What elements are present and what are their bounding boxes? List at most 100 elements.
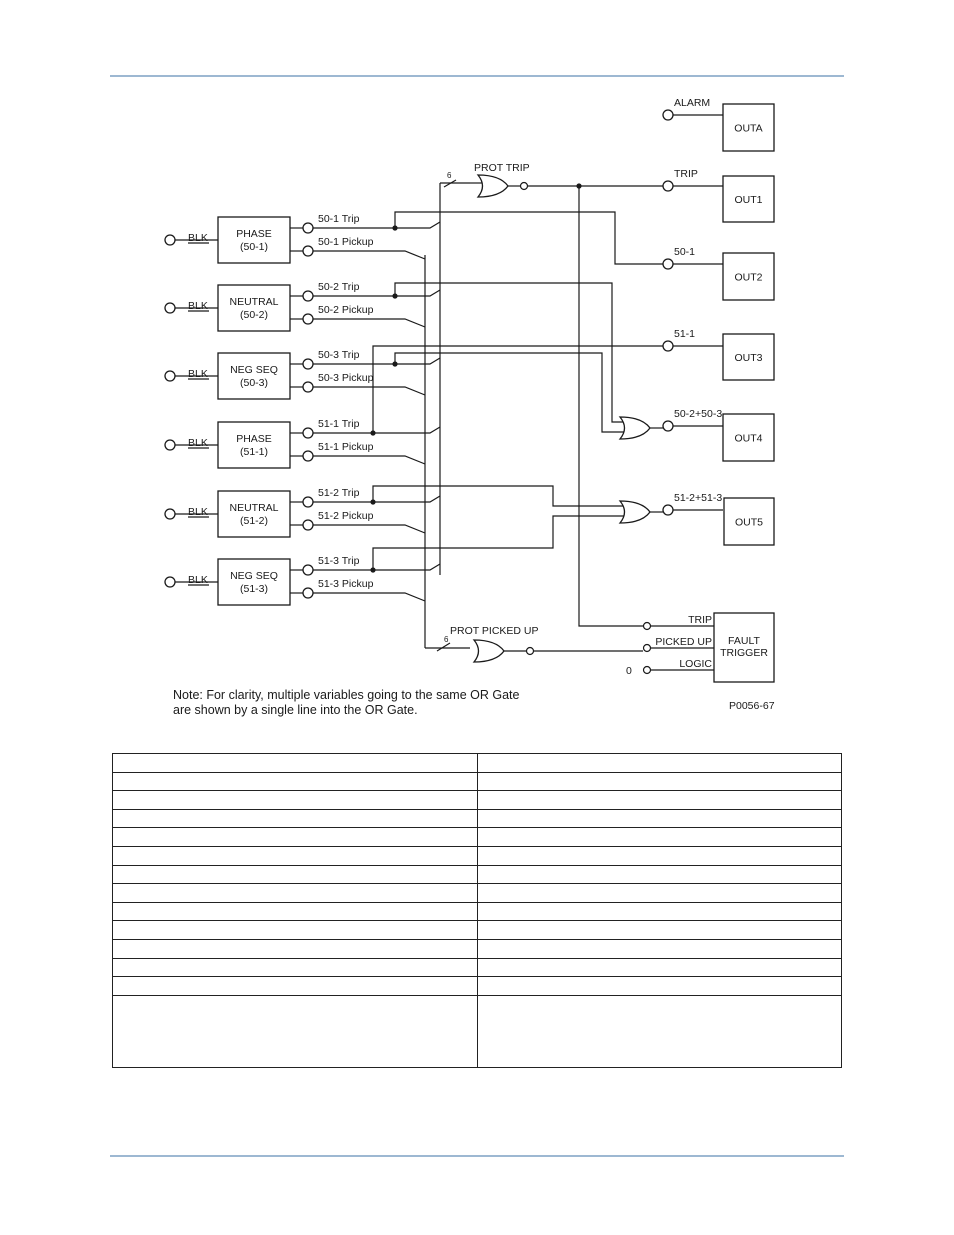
prot-picked-up-label: PROT PICKED UP bbox=[450, 625, 539, 637]
input-block-id: (50-1) bbox=[240, 241, 268, 253]
table-cell bbox=[112, 938, 478, 959]
input-block-label: NEG SEQ bbox=[230, 364, 278, 376]
pickup-to-bus bbox=[313, 592, 426, 602]
blk-label: BLK bbox=[188, 437, 208, 449]
trip-label: 50-1 Trip bbox=[318, 213, 360, 225]
output-box-6 bbox=[723, 497, 775, 546]
output-terminal bbox=[662, 420, 674, 432]
table-cell bbox=[112, 827, 478, 847]
bus-count: 6 bbox=[447, 171, 452, 180]
table-cell bbox=[112, 957, 478, 978]
settings-table bbox=[112, 753, 842, 1068]
trip-junction bbox=[370, 499, 376, 505]
input-block-id: (51-2) bbox=[240, 515, 268, 527]
trip-junction bbox=[392, 361, 398, 367]
nodes bbox=[164, 103, 775, 683]
trip-label: 50-3 Trip bbox=[318, 349, 360, 361]
trip-to-bus bbox=[313, 426, 441, 434]
out5-in-51-2 bbox=[372, 485, 624, 507]
input-block-3 bbox=[217, 352, 291, 400]
pickup-terminal bbox=[302, 381, 314, 393]
trip-terminal bbox=[302, 290, 314, 302]
blk-label: BLK bbox=[188, 300, 208, 312]
output-signal-label: 51-1 bbox=[674, 328, 695, 340]
table-cell bbox=[476, 920, 842, 940]
trip-to-bus bbox=[313, 495, 441, 503]
trip-junction bbox=[370, 430, 376, 436]
pickup-terminal bbox=[302, 519, 314, 531]
input-block-id: (51-3) bbox=[240, 583, 268, 595]
blk-terminal bbox=[164, 370, 176, 382]
blk-label: BLK bbox=[188, 574, 208, 586]
output-terminal bbox=[662, 109, 674, 121]
wires bbox=[175, 114, 723, 671]
pickup-to-bus bbox=[313, 455, 426, 465]
input-block-1 bbox=[217, 216, 291, 264]
fault-input-terminal bbox=[642, 621, 652, 631]
table-row bbox=[112, 845, 842, 866]
bus-slash bbox=[436, 642, 451, 652]
pickup-label: 51-2 Pickup bbox=[318, 510, 374, 522]
inverter-bubble bbox=[519, 181, 529, 191]
table-cell bbox=[112, 883, 478, 903]
table-row bbox=[112, 920, 842, 940]
pickup-to-bus bbox=[313, 386, 426, 396]
prot-picked-up-gate bbox=[472, 639, 505, 663]
output-box-2 bbox=[722, 175, 775, 223]
fault-picked-up-label: PICKED UP bbox=[655, 636, 712, 648]
table-cell bbox=[476, 957, 842, 978]
table-row bbox=[112, 771, 842, 792]
output-box-label: OUT3 bbox=[734, 352, 762, 364]
table-cell bbox=[112, 976, 478, 996]
table-cell bbox=[112, 845, 478, 866]
output-terminal bbox=[662, 340, 674, 352]
blk-terminal bbox=[164, 234, 176, 246]
pickup-terminal bbox=[302, 450, 314, 462]
fault-logic-value: 0 bbox=[626, 665, 632, 677]
pickup-label: 50-3 Pickup bbox=[318, 372, 374, 384]
input-block-4 bbox=[217, 421, 291, 469]
table-cell bbox=[476, 938, 842, 959]
header-rule bbox=[110, 75, 844, 77]
table-cell bbox=[112, 790, 478, 810]
trip-terminal bbox=[302, 222, 314, 234]
table-row bbox=[112, 994, 842, 1068]
table-cell bbox=[476, 771, 842, 792]
pickup-to-bus bbox=[313, 524, 426, 534]
pickup-label: 51-3 Pickup bbox=[318, 578, 374, 590]
table-cell bbox=[476, 901, 842, 922]
input-block-2 bbox=[217, 284, 291, 332]
pickup-label: 50-1 Pickup bbox=[318, 236, 374, 248]
table-row bbox=[112, 827, 842, 847]
out4-in-50-2 bbox=[394, 282, 624, 423]
output-signal-label: 51-2+51-3 bbox=[674, 492, 722, 504]
pickup-to-bus bbox=[313, 318, 426, 328]
out4-gate bbox=[618, 416, 651, 440]
output-signal-label: 50-2+50-3 bbox=[674, 408, 722, 420]
pickup-label: 50-2 Pickup bbox=[318, 304, 374, 316]
output-box-1 bbox=[722, 103, 775, 152]
table-cell bbox=[476, 845, 842, 866]
input-block-label: NEG SEQ bbox=[230, 570, 278, 582]
note-line-1: Note: For clarity, multiple variables go… bbox=[173, 688, 520, 702]
table-cell bbox=[476, 827, 842, 847]
trip-to-bus bbox=[313, 357, 441, 365]
table-cell bbox=[476, 790, 842, 810]
trip-to-bus bbox=[313, 563, 441, 571]
pickup-terminal bbox=[302, 245, 314, 257]
trip-junction bbox=[576, 183, 582, 189]
prot-trip-label: PROT TRIP bbox=[474, 162, 530, 174]
pickup-terminal bbox=[302, 313, 314, 325]
trip-label: 50-2 Trip bbox=[318, 281, 360, 293]
output-box-label: OUT4 bbox=[734, 433, 762, 445]
table-row bbox=[112, 808, 842, 829]
output-box-label: OUT1 bbox=[734, 194, 762, 206]
out2-feed bbox=[394, 211, 663, 265]
trip-junction bbox=[370, 567, 376, 573]
pickup-label: 51-1 Pickup bbox=[318, 441, 374, 453]
pickup-terminal bbox=[302, 587, 314, 599]
fault-trigger-label: TRIGGER bbox=[720, 647, 768, 659]
table-row bbox=[112, 864, 842, 885]
